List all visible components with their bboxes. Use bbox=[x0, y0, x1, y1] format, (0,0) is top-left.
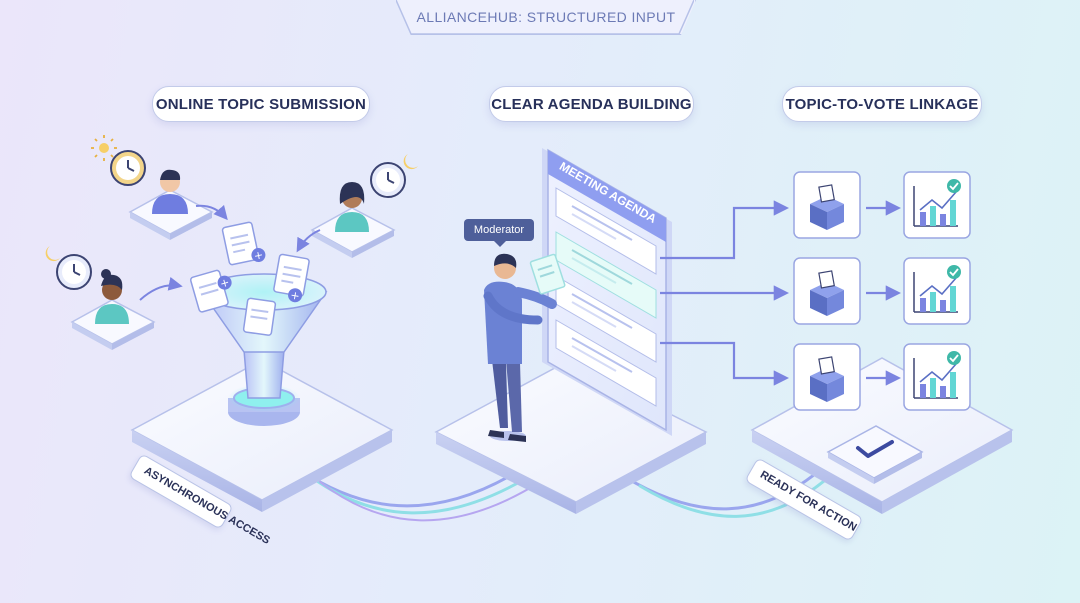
submission-platform bbox=[130, 359, 394, 512]
bar-chart-icon bbox=[913, 179, 961, 227]
svg-text:+: + bbox=[219, 276, 231, 291]
moderator-figure bbox=[483, 253, 566, 442]
stage-label-text: ONLINE TOPIC SUBMISSION bbox=[155, 95, 367, 113]
arrow-icon bbox=[296, 229, 321, 253]
clock-icon bbox=[370, 162, 406, 198]
header-title: ALLIANCEHUB: STRUCTURED INPUT bbox=[416, 9, 676, 25]
moon-icon bbox=[403, 154, 418, 170]
moon-icon bbox=[45, 246, 60, 262]
checkmark-tile bbox=[826, 425, 924, 484]
agenda-item bbox=[555, 187, 657, 275]
moderator-label-text: Moderator bbox=[473, 224, 525, 236]
vote-row-3 bbox=[793, 343, 971, 411]
user-tile-2 bbox=[70, 269, 156, 350]
moderator-label: Moderator bbox=[464, 219, 534, 247]
clock-icon bbox=[56, 254, 92, 290]
ballot-box-icon bbox=[810, 270, 844, 316]
bar-chart-icon bbox=[913, 265, 961, 313]
vote-row-2 bbox=[793, 257, 971, 325]
arrow-icon bbox=[195, 204, 228, 221]
stage-label-linkage: TOPIC-TO-VOTE LINKAGE bbox=[782, 86, 982, 122]
ballot-box-icon bbox=[810, 356, 844, 402]
stage-label-agenda: CLEAR AGENDA BUILDING bbox=[489, 86, 694, 122]
vote-row-1 bbox=[793, 171, 971, 239]
user-tile-1 bbox=[128, 169, 214, 240]
agenda-board: MEETING AGENDA bbox=[542, 148, 672, 436]
clock-icon bbox=[110, 150, 146, 186]
svg-text:+: + bbox=[253, 248, 265, 263]
agenda-items bbox=[555, 187, 657, 407]
user-icon bbox=[335, 182, 369, 232]
header-tab: ALLIANCEHUB: STRUCTURED INPUT bbox=[396, 0, 696, 35]
sun-icon bbox=[91, 135, 117, 161]
stage-label-text: CLEAR AGENDA BUILDING bbox=[491, 95, 692, 113]
agenda-item bbox=[555, 275, 657, 363]
user-icon bbox=[152, 169, 188, 214]
stage-label-submission: ONLINE TOPIC SUBMISSION bbox=[152, 86, 370, 122]
agenda-item bbox=[555, 231, 657, 319]
user-icon bbox=[95, 269, 129, 324]
agenda-item bbox=[555, 319, 657, 407]
document-icon: + + + bbox=[189, 221, 310, 336]
stage-label-text: TOPIC-TO-VOTE LINKAGE bbox=[785, 95, 979, 113]
checkmark-icon bbox=[856, 440, 894, 458]
linkage-arrows bbox=[660, 200, 902, 386]
svg-text:+: + bbox=[289, 289, 300, 303]
user-tile-3 bbox=[310, 182, 396, 258]
arrow-icon bbox=[139, 276, 183, 301]
bar-chart-icon bbox=[913, 351, 961, 399]
ballot-box-icon bbox=[810, 184, 844, 230]
